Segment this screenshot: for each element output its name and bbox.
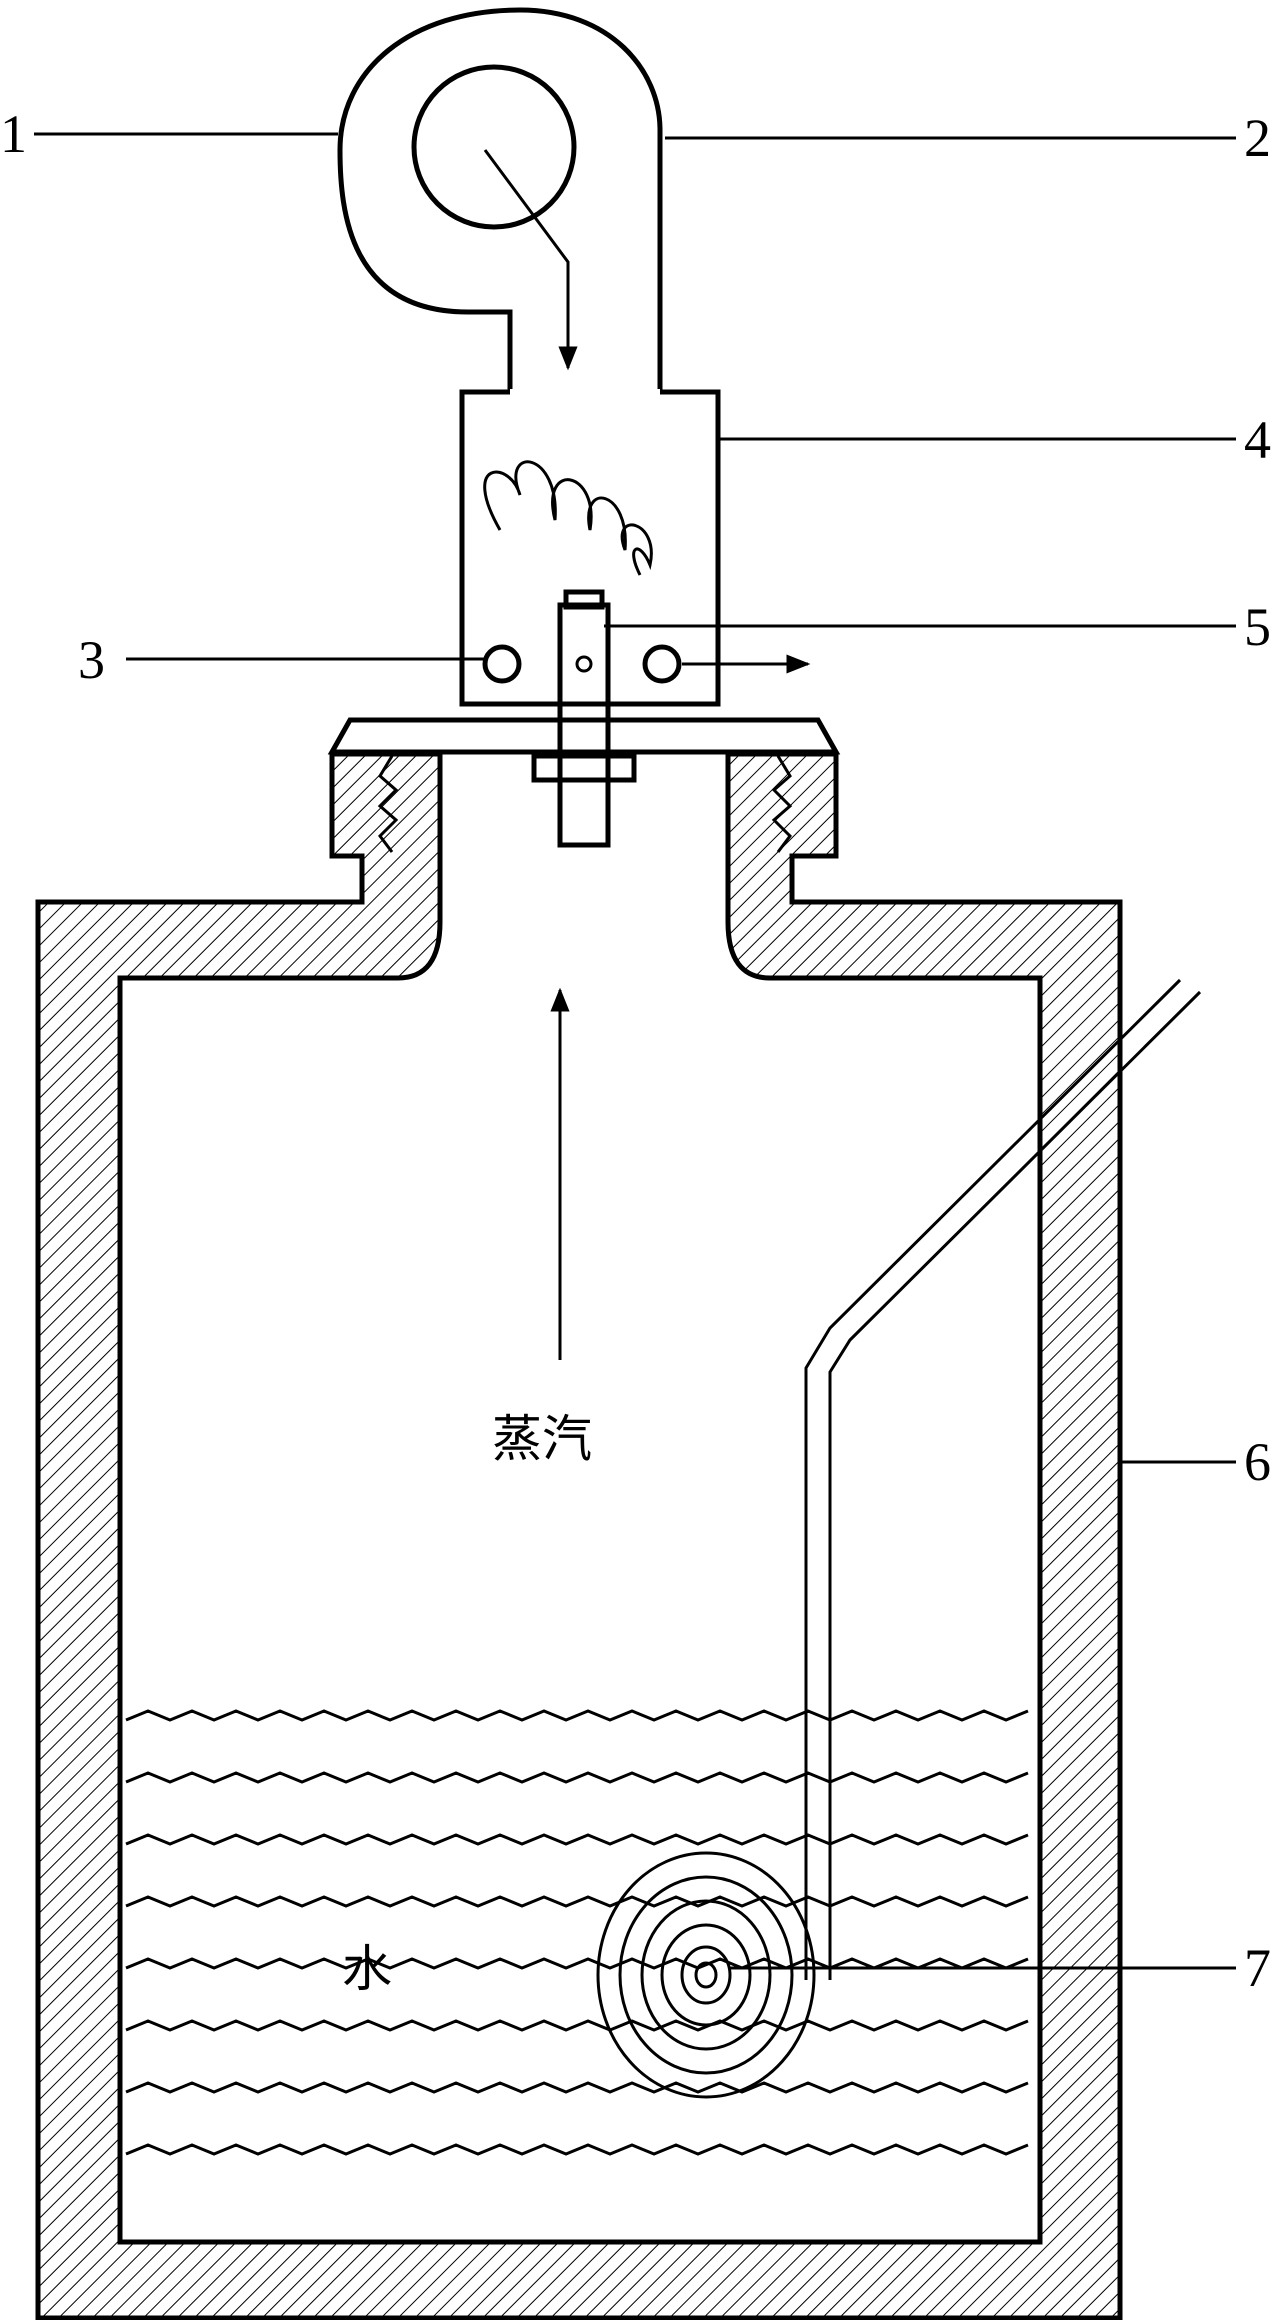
lid-plate	[327, 717, 841, 755]
water-wave-line	[125, 1833, 1029, 1846]
water-wave-line	[125, 2143, 1029, 2156]
water-label: 水	[342, 1940, 392, 1998]
neck-thread-right	[771, 755, 793, 853]
leader-lines	[34, 132, 1236, 1970]
heater-lead-outer	[804, 978, 1182, 1980]
valve-cap	[563, 589, 605, 610]
airflow-arrow	[483, 149, 578, 371]
neck-thread-left	[377, 755, 399, 853]
water-wave-line	[125, 1709, 1029, 1722]
callout-5: 5	[1244, 597, 1271, 657]
fan-housing	[337, 7, 663, 392]
vent-hole-right	[642, 644, 682, 684]
water-wave-line	[125, 1895, 1029, 1908]
water-wave-line	[125, 2019, 1029, 2032]
callout-2: 2	[1244, 108, 1271, 168]
fan-impeller	[411, 64, 577, 230]
callout-3: 3	[78, 630, 105, 690]
heating-coil	[483, 460, 653, 576]
heater-spiral	[596, 1851, 816, 2099]
callout-4: 4	[1244, 410, 1271, 470]
vessel-wall	[35, 751, 1123, 2320]
water-wave-line	[125, 2081, 1029, 2094]
water-waves	[125, 1709, 1029, 2156]
callout-7: 7	[1244, 1938, 1271, 1998]
callout-1: 1	[0, 104, 27, 164]
steam-label: 蒸汽	[492, 1410, 592, 1468]
vent-hole-left	[482, 644, 522, 684]
callout-6: 6	[1244, 1432, 1271, 1492]
valve-port	[575, 655, 593, 673]
valve-nut	[531, 753, 637, 783]
heater-lead-inner	[828, 990, 1202, 1980]
water-wave-line	[125, 1771, 1029, 1784]
valve-rod	[557, 602, 611, 848]
